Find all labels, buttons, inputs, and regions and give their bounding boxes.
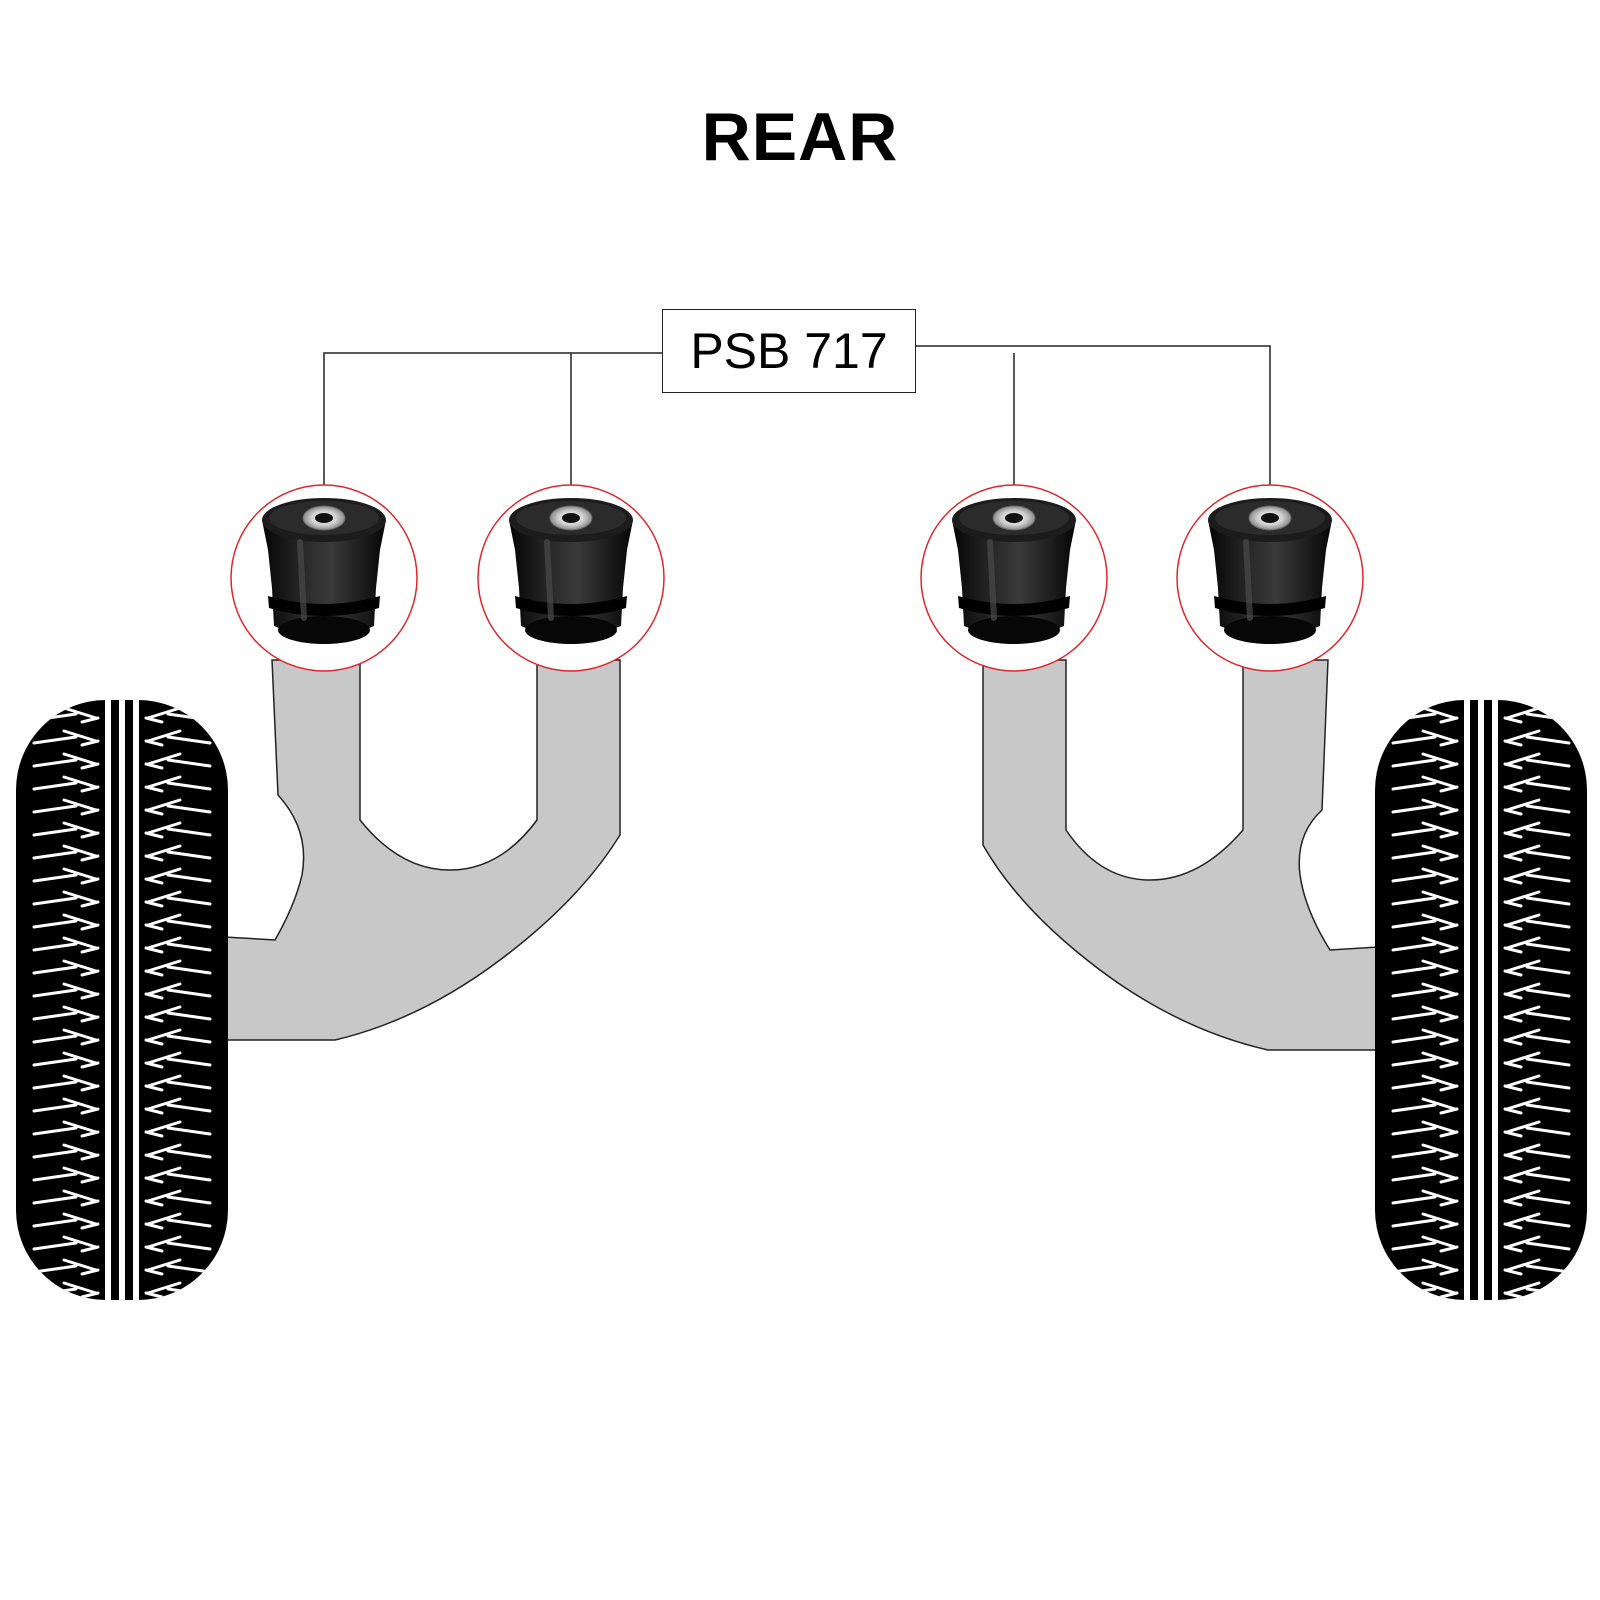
part-number-label: PSB 717	[662, 309, 916, 393]
bush-icon	[920, 484, 1108, 672]
right-control-arm	[982, 659, 1379, 1051]
bush-icon	[477, 484, 665, 672]
tyre-left-icon	[16, 700, 228, 1300]
tyre-right-icon	[1375, 700, 1587, 1300]
bush-icon	[1176, 484, 1364, 672]
left-control-arm	[224, 659, 621, 1041]
connector-lines	[323, 345, 1271, 485]
bush-icon	[230, 484, 418, 672]
diagram-title: REAR	[701, 99, 899, 175]
